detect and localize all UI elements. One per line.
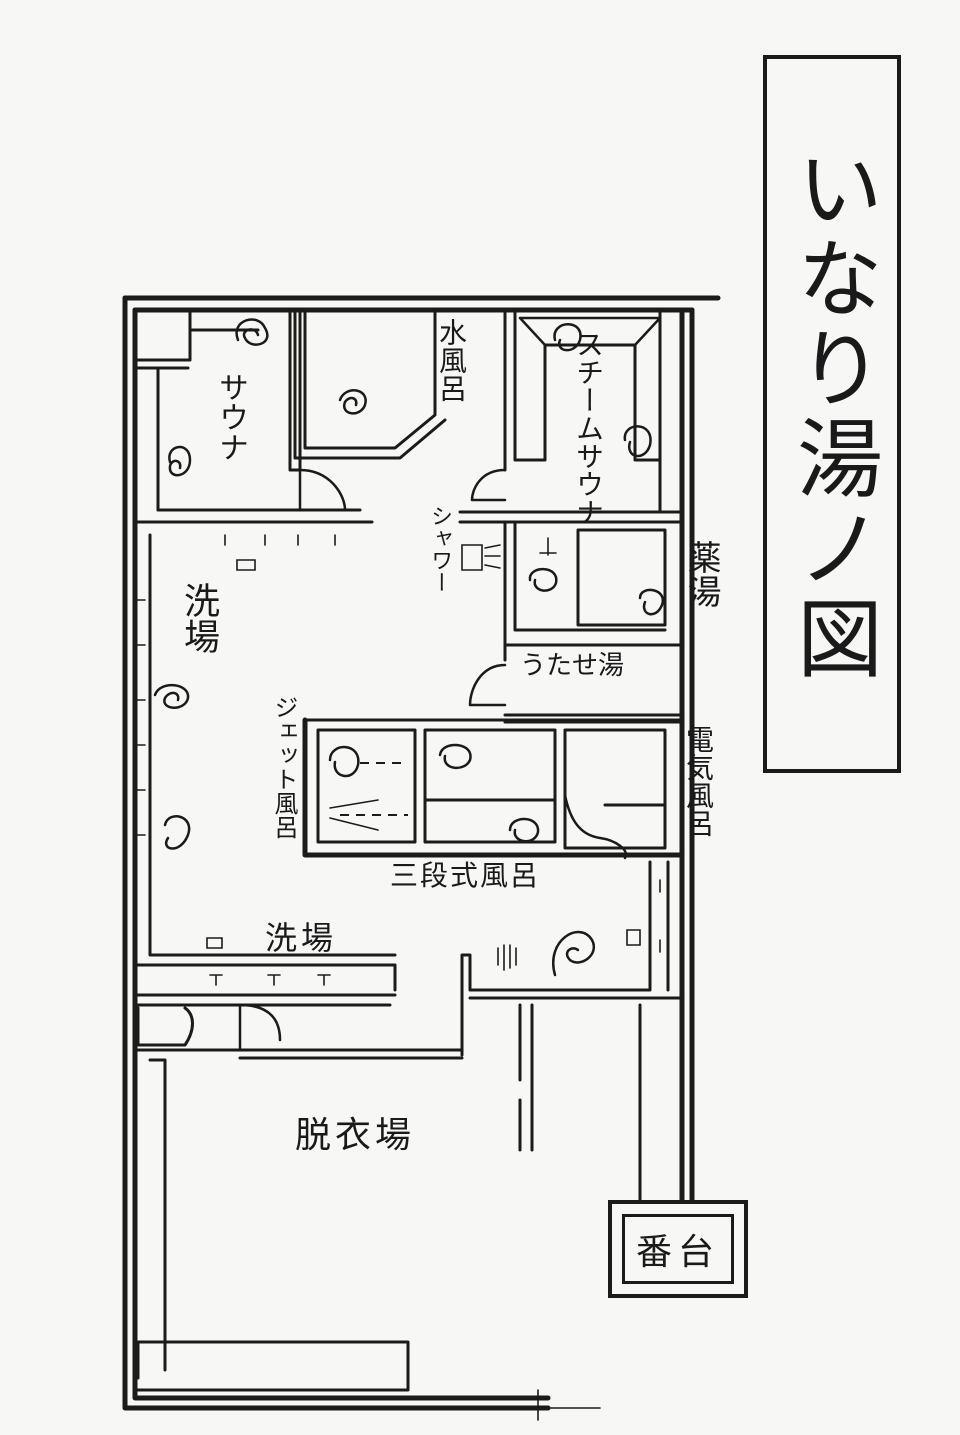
swirl-icon: [168, 445, 192, 477]
changing-room: [133, 993, 642, 1421]
steam-sauna-room: [458, 310, 684, 524]
swirl-icon: [163, 815, 191, 850]
swirl-icon: [328, 745, 360, 778]
swirl-icon: [438, 743, 472, 769]
label-three-tier-bath: 三段式風呂: [390, 859, 541, 892]
swirl-icon: [563, 793, 628, 860]
label-washing-area-bottom: 洗場: [265, 919, 338, 957]
sauna-room: [133, 310, 374, 524]
label-jet-bath: ジェット風呂: [270, 695, 298, 839]
swirl-icon: [338, 389, 367, 415]
swirl-icon: [553, 323, 582, 352]
outer-walls: [122, 295, 721, 1411]
bath-fixtures: [153, 318, 665, 977]
label-herbal-bath: 薬湯: [681, 540, 721, 608]
swirl-icon: [235, 318, 269, 346]
swirl-icon: [528, 567, 558, 592]
title-frame: いなり湯ノ図: [763, 55, 901, 773]
label-bandai: 番台: [635, 1232, 720, 1273]
swirl-icon: [638, 588, 665, 616]
bandai-inner-frame: 番台: [622, 1214, 734, 1284]
herbal-bath-room: [468, 520, 684, 724]
bandai-frame: 番台: [608, 1200, 748, 1298]
label-changing-room: 脱衣場: [295, 1115, 416, 1156]
label-sauna: サウナ: [213, 372, 248, 462]
swirl-icon: [552, 930, 596, 977]
label-shower: シャワー: [427, 505, 452, 593]
cold-bath-room: [293, 310, 447, 460]
lower-right-area: [460, 860, 684, 1057]
shower-fixture: [461, 544, 501, 571]
swirl-icon: [508, 817, 540, 843]
label-utase-bath: うたせ湯: [520, 651, 625, 681]
three-tier-bath: [302, 717, 685, 858]
label-steam-sauna: スチームサウナ: [572, 330, 605, 526]
swirl-icon: [153, 684, 190, 709]
washing-area: [136, 533, 641, 992]
label-cold-bath: 水風呂: [435, 318, 468, 402]
diagram-title: いなり湯ノ図: [781, 144, 882, 684]
label-electric-bath: 電気風呂: [682, 725, 715, 837]
swirl-icon: [623, 425, 652, 458]
label-washing-area-left: 洗場: [178, 582, 219, 654]
